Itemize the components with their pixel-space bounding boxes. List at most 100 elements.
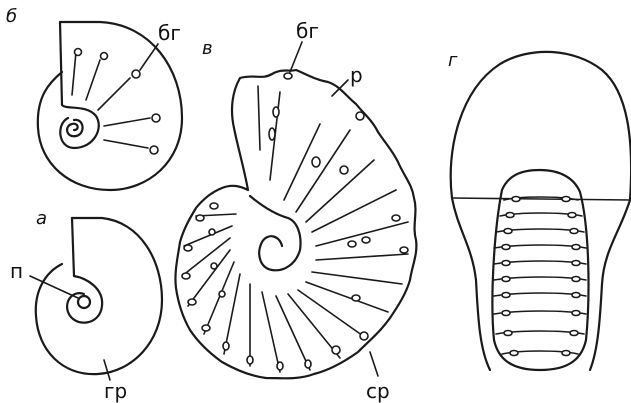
septal-neck: [219, 291, 225, 297]
septal-neck: [360, 332, 368, 340]
panel-b-letter: б: [6, 6, 17, 27]
septal-neck: [182, 273, 190, 279]
label-leader-median-ridge: [370, 352, 378, 376]
septal-neck: [277, 362, 283, 370]
node: [570, 331, 578, 336]
septal-neck: [312, 157, 320, 167]
septal-neck: [223, 342, 229, 350]
septum: [104, 118, 150, 126]
septal-neck: [101, 53, 108, 60]
panel-b-inner-whorl: [60, 105, 98, 148]
label-septal-necks-v: бг: [296, 19, 319, 43]
label-ribs: р: [350, 63, 363, 87]
label-protoconch: п: [10, 259, 23, 283]
septal-neck: [273, 107, 279, 117]
rib: [316, 254, 408, 260]
node: [502, 261, 510, 266]
panel-b-aperture: [60, 22, 62, 105]
septal-neck: [340, 166, 348, 174]
node: [572, 311, 580, 316]
septal-neck: [348, 241, 356, 247]
panel-g-left-flank: [452, 198, 490, 370]
panel-g-right-flank: [590, 200, 630, 370]
septum: [104, 140, 148, 148]
label-leader-suture: [104, 360, 110, 380]
rib: [188, 250, 230, 306]
rib: [312, 272, 402, 284]
septal-neck: [152, 114, 160, 122]
node: [506, 213, 514, 218]
rib: [258, 86, 260, 150]
node: [502, 245, 510, 250]
septal-neck: [132, 70, 140, 78]
septal-neck: [75, 49, 82, 56]
panel-b-outer-whorl: [38, 22, 182, 190]
panel-v-ribs: [182, 86, 408, 372]
septal-neck: [269, 128, 275, 140]
panel-g-letter: г: [448, 50, 458, 71]
node: [572, 277, 580, 282]
septal-neck: [392, 215, 400, 221]
rib: [276, 296, 310, 370]
septal-neck: [202, 325, 210, 331]
septum: [86, 60, 100, 100]
septal-neck: [356, 112, 364, 120]
panel-g-dome: [451, 52, 631, 200]
rib: [316, 222, 408, 246]
septal-neck: [284, 73, 292, 79]
panel-v: в: [175, 19, 416, 403]
septal-neck: [184, 245, 192, 251]
panel-g-dome-base: [452, 198, 630, 200]
septal-neck: [209, 229, 215, 235]
panel-b-septa: [72, 49, 160, 155]
panel-a-outer-whorl: [36, 218, 162, 374]
panel-a-protoconch: [78, 296, 90, 308]
septum: [98, 78, 130, 110]
rib: [262, 292, 280, 372]
septal-neck: [188, 299, 196, 305]
node: [504, 331, 512, 336]
node: [562, 351, 570, 356]
septal-neck: [362, 237, 370, 243]
node: [572, 293, 580, 298]
label-median-ridge: ср: [366, 379, 390, 403]
node: [502, 277, 510, 282]
rib: [306, 282, 388, 312]
node: [502, 293, 510, 298]
node: [572, 245, 580, 250]
septal-neck: [211, 263, 217, 269]
septum: [72, 52, 76, 95]
node: [572, 261, 580, 266]
septal-neck: [247, 356, 253, 364]
node: [504, 229, 512, 234]
rib: [312, 190, 396, 232]
node: [510, 351, 518, 356]
node: [568, 213, 576, 218]
panel-a: а п гр: [10, 208, 162, 403]
node: [512, 197, 520, 202]
label-leader-bg-b: [140, 44, 158, 70]
label-septal-necks-b: бг: [158, 21, 181, 45]
panel-v-nodes: [182, 73, 408, 370]
panel-b-coil: [67, 120, 83, 136]
septal-neck: [150, 146, 158, 154]
panel-v-umbilicus: [250, 196, 301, 270]
panel-a-inner-whorl: [67, 276, 102, 323]
panel-a-aperture: [72, 218, 74, 276]
node: [570, 229, 578, 234]
septal-neck: [210, 203, 218, 209]
node: [502, 311, 510, 316]
septal-neck: [332, 346, 340, 354]
septal-neck: [352, 295, 360, 301]
septal-neck: [400, 247, 408, 253]
panel-v-letter: в: [202, 38, 213, 59]
panel-a-letter: а: [36, 208, 47, 229]
node: [562, 197, 570, 202]
panel-g: г: [448, 50, 631, 370]
panel-b: б бг: [6, 6, 182, 190]
label-leader-bg-v: [290, 42, 302, 72]
septal-neck: [196, 215, 204, 221]
septal-neck: [305, 360, 311, 368]
label-suture: гр: [104, 379, 127, 403]
